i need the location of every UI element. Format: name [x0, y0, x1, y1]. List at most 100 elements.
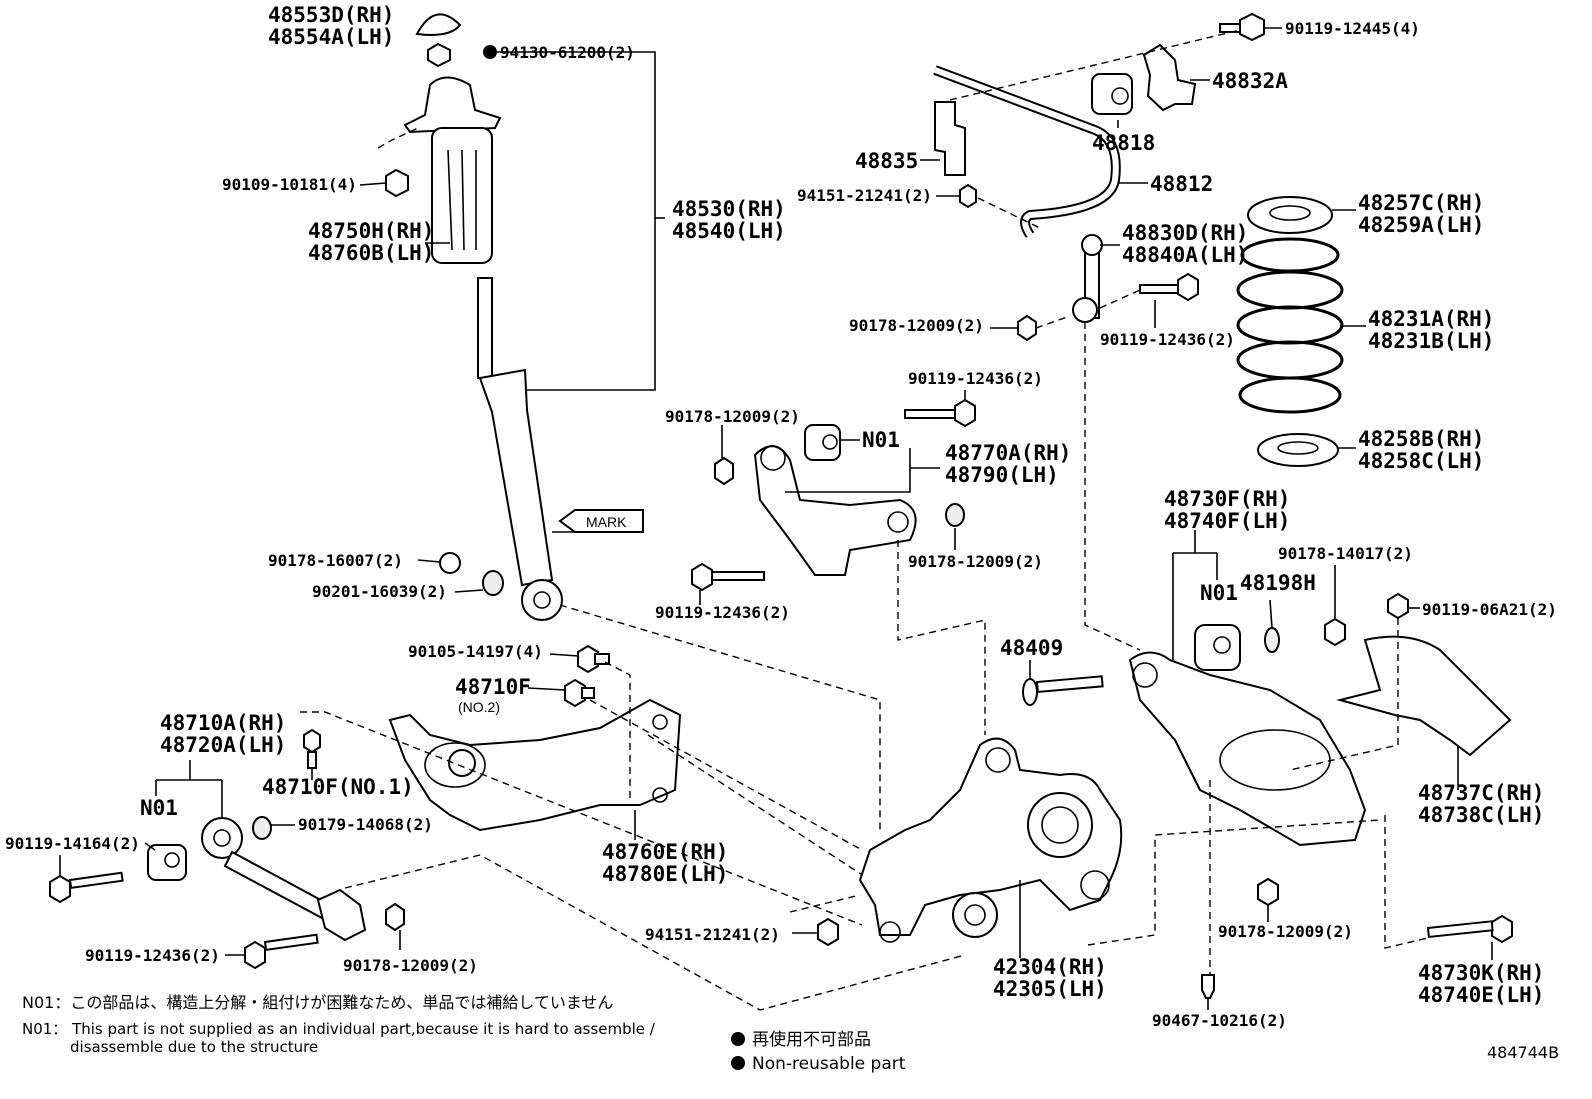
rear-knuckle-42304[interactable]: [858, 737, 1123, 936]
label-94151-top: 94151-21241(2): [797, 186, 932, 205]
upper-arm-48770A[interactable]: [753, 445, 917, 576]
label-48231A: 48231A(RH): [1368, 307, 1494, 331]
figure-id: 484744B: [1487, 1043, 1559, 1062]
label-48760B: 48760B(LH): [308, 241, 434, 265]
label-90119-12445: 90119-12445(4): [1285, 19, 1420, 38]
label-90178-12009-b: 90178-12009(2): [665, 407, 800, 426]
label-48780E: 48780E(LH): [602, 862, 728, 886]
cover-48737C[interactable]: [1336, 635, 1512, 757]
label-48257C: 48257C(RH): [1358, 191, 1484, 215]
label-48760E: 48760E(RH): [602, 840, 728, 864]
bolt-90119-12436-d[interactable]: [244, 940, 266, 970]
legend-dot-en: [731, 1056, 745, 1070]
lower-arm-group: 48730F(RH) 48740F(LH) 90178-14017(2) N01…: [1128, 487, 1557, 980]
bolt-90119-06A21[interactable]: [1387, 592, 1409, 620]
label-90119-12436-c: 90119-12436(2): [655, 603, 790, 622]
nut-90178-14017[interactable]: [1324, 617, 1346, 647]
legend-nonreusable-en: Non-reusable part: [752, 1054, 906, 1074]
shock-rod[interactable]: [477, 277, 493, 379]
legend-nonreusable-jp: 再使用不可部品: [752, 1029, 871, 1050]
lower-arm-48730F[interactable]: [1128, 651, 1367, 847]
nut-94130[interactable]: [427, 42, 451, 68]
hub-bore: [1027, 792, 1093, 858]
bolt-48730K[interactable]: [1491, 914, 1513, 944]
label-48812: 48812: [1150, 172, 1213, 196]
upper-arm-group: 90119-12436(2) 90178-12009(2) N01 48770A…: [655, 369, 1071, 735]
note-n01-jp: N01：この部品は、構造上分解・組付けが困難なため、単品では補給していません: [22, 993, 613, 1012]
lateral-link-rod[interactable]: [223, 850, 332, 920]
bolt-90119-14164[interactable]: [49, 874, 71, 904]
label-48258C: 48258C(LH): [1358, 449, 1484, 473]
nut-94151-bottom[interactable]: [817, 917, 839, 947]
washer-90201[interactable]: [482, 570, 504, 596]
stabilizer-group: 90119-12445(4) 48832A 48818 48835 48812 …: [797, 12, 1420, 651]
label-94130: 94130-61200(2): [500, 43, 635, 62]
label-48259A: 48259A(LH): [1358, 213, 1484, 237]
shock-lower-eye[interactable]: [521, 579, 563, 621]
nut-90178-12009-d[interactable]: [385, 902, 405, 932]
mark-tag: [558, 509, 644, 533]
coil-spring-group: 48257C(RH) 48259A(LH) 48231A(RH) 48231B(…: [1236, 191, 1494, 473]
nut-90179-14068[interactable]: [252, 816, 272, 840]
label-48818: 48818: [1092, 131, 1155, 155]
knuckle-bushing: [952, 892, 998, 938]
nut-90178-12009-e[interactable]: [1257, 877, 1279, 907]
label-90105: 90105-14197(4): [408, 642, 543, 661]
lower-right-fasteners: 90178-12009(2) 48730K(RH) 48740E(LH) 904…: [1152, 815, 1544, 1030]
label-48409: 48409: [1000, 636, 1063, 660]
label-48832A: 48832A: [1212, 69, 1288, 93]
link-end-bracket[interactable]: [316, 888, 367, 942]
bolt-90467[interactable]: [1201, 974, 1215, 999]
label-90119-14164: 90119-14164(2): [5, 834, 140, 853]
nut-90178-16007[interactable]: [439, 552, 461, 574]
nut-94151-top[interactable]: [959, 183, 977, 209]
lower-insulator-48258B[interactable]: [1257, 433, 1339, 467]
bracket-48832A[interactable]: [1142, 43, 1197, 112]
nut-90178-12009-a[interactable]: [1017, 314, 1037, 342]
label-90178-16007: 90178-16007(2): [268, 551, 403, 570]
bolt-48710F-no2[interactable]: [564, 678, 586, 708]
suspension-support[interactable]: [403, 76, 502, 134]
label-90178-12009-a: 90178-12009(2): [849, 316, 984, 335]
bushing-n01-link[interactable]: [147, 844, 187, 881]
shock-absorber-body[interactable]: [478, 368, 554, 587]
bushing-48710F[interactable]: [448, 749, 476, 777]
nut-90178-12009-c[interactable]: [945, 503, 965, 527]
label-90119-12436-b: 90119-12436(2): [908, 369, 1043, 388]
bolt-90119-12436-a[interactable]: [1177, 272, 1199, 302]
label-48738C: 48738C(LH): [1418, 803, 1544, 827]
label-48730K: 48730K(RH): [1418, 961, 1544, 985]
label-48231B: 48231B(LH): [1368, 329, 1494, 353]
label-90109: 90109-10181(4): [222, 175, 357, 194]
label-48554A: 48554A(LH): [268, 25, 394, 49]
bolt-90119-12445[interactable]: [1239, 12, 1265, 42]
washer-48198H[interactable]: [1264, 627, 1280, 653]
label-90119-12436-a: 90119-12436(2): [1100, 330, 1235, 349]
bolt-90119-12436-c[interactable]: [691, 562, 713, 592]
cam-bolt-48409[interactable]: [1022, 678, 1038, 706]
label-90119-12436-d: 90119-12436(2): [85, 946, 220, 965]
bushing-n01-lower-arm[interactable]: [1194, 624, 1241, 671]
notes-legend: N01：この部品は、構造上分解・組付けが困難なため、単品では補給していません N…: [22, 993, 1559, 1074]
label-90178-12009-e: 90178-12009(2): [1218, 922, 1353, 941]
bolt-48710F-no1[interactable]: [303, 728, 321, 754]
bumper-boot-48750H[interactable]: [431, 127, 493, 264]
link-eye-48710A[interactable]: [201, 817, 243, 859]
label-n01-c: N01: [140, 796, 178, 820]
coil-spring-48231A[interactable]: [1236, 237, 1344, 414]
nut-90178-12009-b[interactable]: [714, 456, 734, 486]
upper-cap-48553D[interactable]: [415, 13, 462, 36]
label-48258B: 48258B(RH): [1358, 427, 1484, 451]
legend-dot-jp: [731, 1032, 745, 1046]
bolt-90119-12436-b[interactable]: [954, 398, 976, 428]
knuckle-group: 94151-21241(2) 42304(RH) 42305(LH): [645, 737, 1381, 1001]
arm-48710F-no2[interactable]: [388, 698, 682, 832]
bolt-90105[interactable]: [577, 644, 599, 674]
upper-insulator-48257C[interactable]: [1247, 196, 1333, 234]
label-42305: 42305(LH): [993, 977, 1107, 1001]
label-48710A: 48710A(RH): [160, 711, 286, 735]
label-90179-14068: 90179-14068(2): [298, 815, 433, 834]
bracket-48835[interactable]: [934, 101, 966, 176]
bolt-90109[interactable]: [385, 168, 409, 198]
